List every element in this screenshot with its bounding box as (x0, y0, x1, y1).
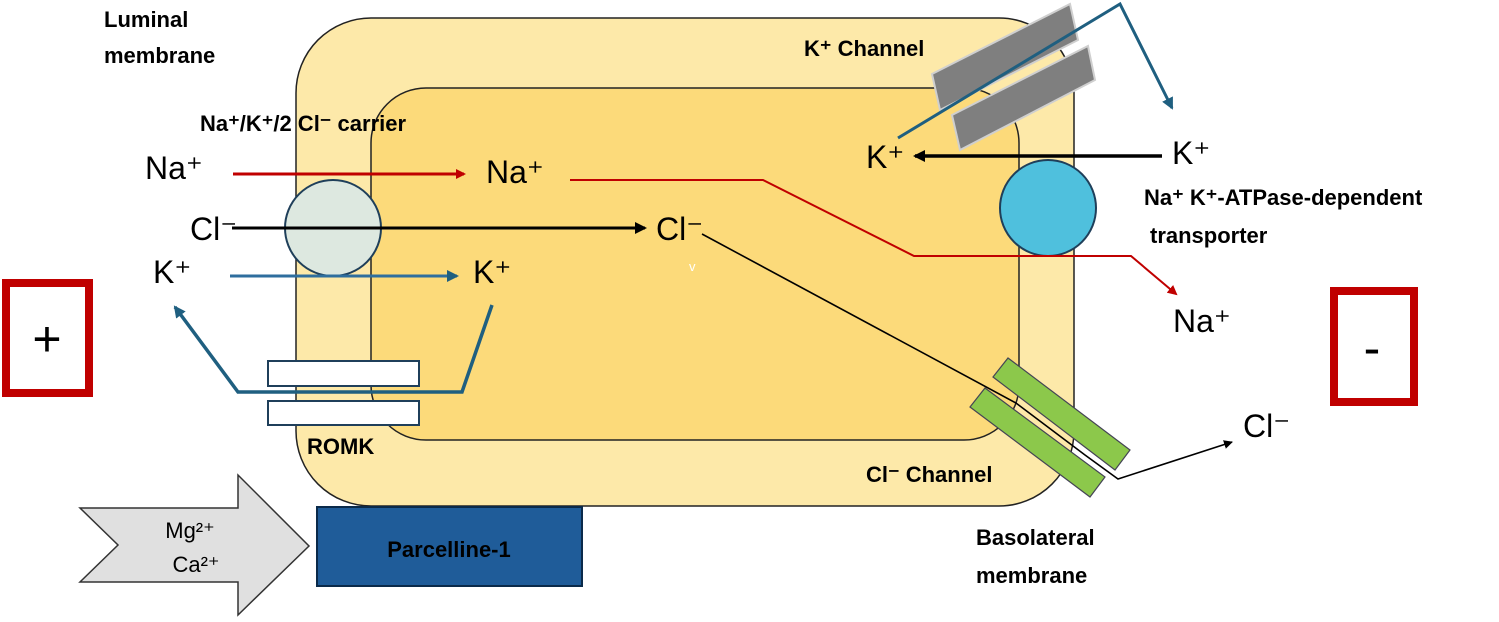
small-v-label: v (689, 259, 696, 274)
k-recycle-romk-arrow (173, 304, 494, 394)
mg-ca-chevron-arrow (78, 473, 311, 617)
romk-label: ROMK (307, 434, 374, 459)
ion-k-cell-right: K⁺ (866, 139, 904, 175)
k-channel (930, 2, 1097, 152)
inner-cell-cytoplasm (370, 87, 1020, 441)
k-channel-label: K⁺ Channel (804, 36, 924, 61)
minus-sign: - (1364, 320, 1381, 376)
ion-cl-lumen: Cl⁻ (190, 211, 237, 247)
plus-sign: + (32, 311, 61, 367)
basolateral-label-1: Basolateral (976, 525, 1095, 550)
ion-k-lumen: K⁺ (153, 254, 191, 290)
atpase-label-2: transporter (1150, 223, 1268, 248)
basolateral-label-2: membrane (976, 563, 1087, 588)
ca-label: Ca²⁺ (172, 552, 219, 577)
luminal-membrane-label-2: membrane (104, 43, 215, 68)
na-k-atpase-circle (999, 159, 1097, 257)
carrier-label: Na⁺/K⁺/2 Cl⁻ carrier (200, 111, 406, 136)
ion-cl-cell: Cl⁻ (656, 211, 703, 247)
plus-sign-box (2, 279, 93, 397)
cl-channel-label: Cl⁻ Channel (866, 462, 993, 487)
parcelline-1-box (316, 506, 583, 587)
luminal-membrane-label-1: Luminal (104, 7, 188, 32)
na-out-arrow (570, 179, 1178, 296)
mg-label: Mg²⁺ (165, 518, 215, 543)
ion-na-lumen: Na⁺ (145, 150, 203, 186)
minus-sign-box (1330, 287, 1418, 406)
ion-k-blood: K⁺ (1172, 135, 1210, 171)
atpase-label-1: Na⁺ K⁺-ATPase-dependent (1144, 185, 1423, 210)
cl-channel (969, 357, 1131, 498)
parcelline-1-label: Parcelline-1 (387, 537, 511, 562)
ion-na-cell: Na⁺ (486, 154, 544, 190)
romk-channel (267, 360, 420, 426)
ion-cl-blood: Cl⁻ (1243, 408, 1290, 444)
ion-na-blood: Na⁺ (1173, 303, 1231, 339)
k-channel-out-arrow (897, 1, 1174, 140)
ion-k-cell: K⁺ (473, 254, 511, 290)
cl-out-arrow (701, 233, 1233, 480)
